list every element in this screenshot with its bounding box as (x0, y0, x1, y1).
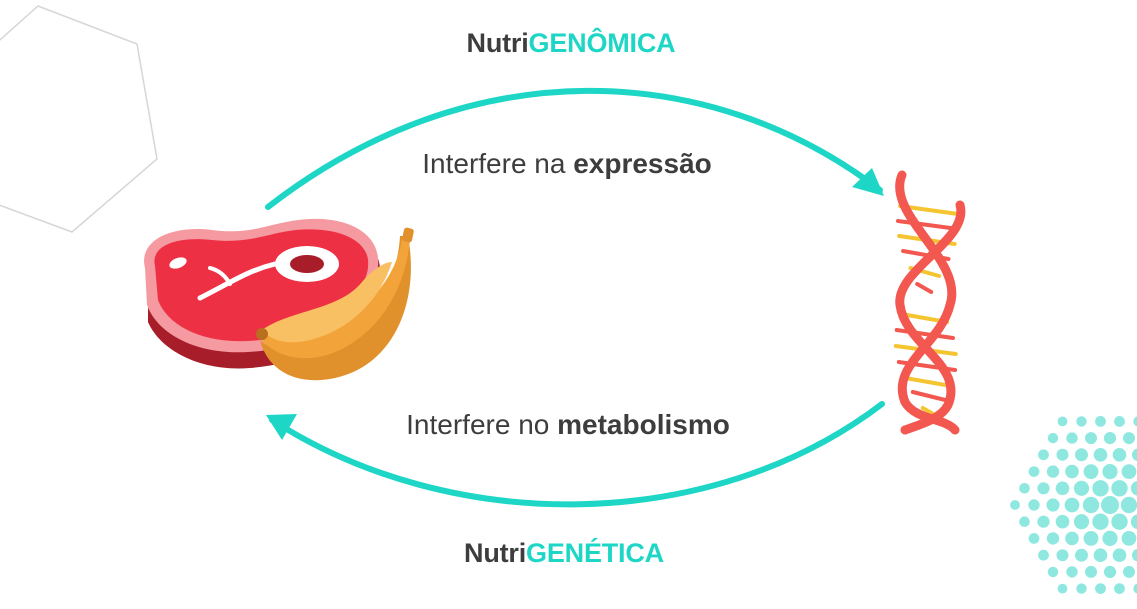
decor-dot (1064, 497, 1080, 513)
decor-dot (1057, 416, 1068, 427)
decor-dot (1075, 548, 1088, 562)
decor-dot (1102, 530, 1118, 547)
decor-dot (1073, 514, 1090, 530)
decor-dot (1123, 432, 1135, 445)
decor-dot (1028, 499, 1040, 511)
decor-dot (1056, 448, 1069, 461)
decor-dot (1019, 483, 1030, 494)
decor-dot (1095, 416, 1106, 427)
decor-dot (1121, 464, 1137, 479)
dna-rung (896, 219, 960, 231)
decor-dot (1132, 548, 1137, 562)
decor-dot (1121, 531, 1137, 546)
decor-dot (1123, 565, 1135, 578)
nutrigenomica-prefix: Nutri (466, 28, 529, 58)
decor-dot (1114, 416, 1125, 427)
hexagon-decoration (0, 5, 158, 233)
decor-dot (1037, 515, 1050, 528)
nutrigenomica-suffix: GENÔMICA (528, 28, 676, 58)
decor-dot (1066, 566, 1078, 578)
decor-dot (1112, 448, 1127, 462)
dna-icon (893, 170, 966, 435)
nutrigenetica-title: NutriGENÉTICA (464, 538, 664, 569)
decor-dot (1120, 496, 1137, 514)
decor-dot (1047, 432, 1059, 444)
nutrigenetica-prefix: Nutri (464, 538, 527, 568)
decor-dot (1028, 533, 1040, 544)
bottom-arrow (266, 401, 885, 508)
decor-dot (1093, 448, 1108, 462)
decor-dot (1085, 432, 1097, 445)
dna-strand-b (895, 200, 966, 435)
decor-dot (1130, 514, 1137, 530)
decor-dot (1028, 466, 1040, 477)
decor-dot (1010, 500, 1020, 510)
decor-dot (1065, 464, 1079, 479)
dna-strand-a (895, 170, 960, 435)
decor-dot (1047, 566, 1059, 578)
decor-dot (1111, 480, 1128, 497)
decor-dot (1095, 583, 1106, 594)
nutrigenomica-title: NutriGENÔMICA (467, 28, 676, 59)
decor-dot (1130, 480, 1137, 496)
metabolism-caption-bold: metabolismo (557, 409, 730, 440)
decor-dot (1112, 548, 1127, 562)
expression-caption-normal: Interfere na (422, 148, 574, 179)
decor-dot (1055, 514, 1070, 529)
decor-dot (1132, 448, 1137, 462)
dna-rung (903, 376, 954, 388)
metabolism-caption: Interfere no metabolismo (406, 409, 730, 441)
dna-rung (910, 390, 948, 402)
decor-dot (1076, 583, 1087, 594)
decor-dot (1075, 448, 1088, 462)
bottom-arrow-head (266, 414, 297, 440)
decor-dot (1065, 531, 1079, 546)
decor-dot (1082, 496, 1100, 514)
decor-dot (1111, 513, 1128, 530)
decor-dot (1102, 464, 1118, 480)
metabolism-caption-normal: Interfere no (406, 409, 558, 440)
decor-dot (1085, 565, 1097, 578)
decor-dot (1092, 480, 1109, 497)
decor-dot (1114, 583, 1125, 594)
decor-dot (1133, 416, 1137, 427)
decor-dot (1103, 565, 1117, 579)
decor-dot (1057, 583, 1068, 594)
top-arrow (265, 87, 884, 210)
top-arrow-head (852, 168, 884, 196)
decor-dot (1038, 549, 1049, 561)
decor-dot (1055, 481, 1070, 496)
dna-rung (894, 328, 955, 340)
dna-rung (915, 282, 934, 294)
decor-dot (1092, 513, 1109, 530)
decor-dot (1076, 416, 1087, 427)
decor-dot (1103, 432, 1117, 445)
decor-dot (1046, 465, 1060, 478)
decor-dot (1019, 516, 1030, 527)
decor-dot (1083, 464, 1099, 479)
expression-caption-bold: expressão (573, 148, 712, 179)
decor-dot (1056, 549, 1069, 562)
decor-dot (1093, 548, 1108, 562)
decor-dot (1038, 449, 1049, 461)
expression-caption: Interfere na expressão (422, 148, 712, 180)
banana-icon (256, 227, 414, 381)
decor-dot (1101, 496, 1119, 514)
dotted-hexagon-decoration (1010, 416, 1137, 594)
decor-dot (1037, 482, 1050, 495)
decor-dot (1066, 432, 1078, 444)
decor-dot (1073, 480, 1090, 496)
decor-dot (1046, 532, 1060, 545)
decor-dot (1083, 531, 1099, 546)
decor-dot (1046, 498, 1060, 512)
decor-dot (1133, 583, 1137, 594)
nutrigenetica-suffix: GENÉTICA (526, 538, 664, 568)
